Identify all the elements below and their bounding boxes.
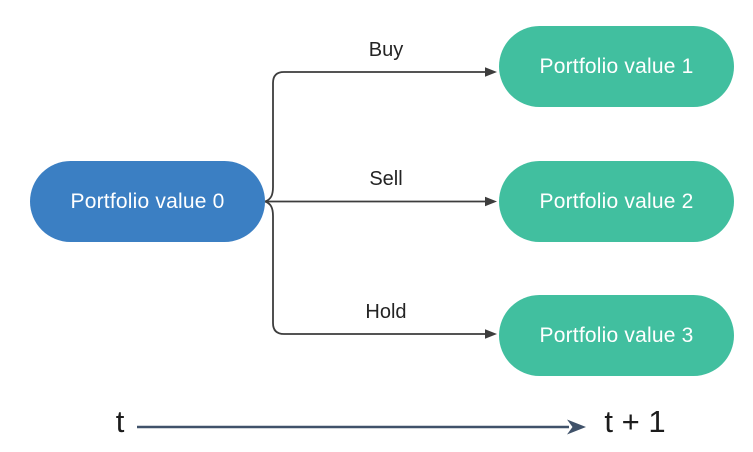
node-label: Portfolio value 1: [539, 54, 694, 78]
edge-hold-arrowhead: [485, 329, 497, 339]
node-label: Portfolio value 3: [539, 323, 694, 347]
edge-label-hold: Hold: [365, 301, 407, 323]
node-portfolio-value-1[interactable]: Portfolio value 1: [499, 26, 734, 107]
edge-sell-arrowhead: [485, 196, 497, 207]
timeline-start-label: t: [115, 404, 125, 439]
node-portfolio-value-0[interactable]: Portfolio value 0: [30, 161, 265, 242]
edge-buy-line: [264, 71, 485, 203]
node-label: Portfolio value 0: [70, 189, 225, 213]
timeline-end-label: t + 1: [604, 404, 666, 439]
edge-buy-arrowhead: [485, 67, 497, 77]
edge-label-sell: Sell: [369, 168, 403, 190]
edge-label-buy: Buy: [368, 39, 404, 61]
timeline-arrowhead: [567, 419, 586, 435]
node-label: Portfolio value 2: [539, 189, 694, 213]
node-portfolio-value-2[interactable]: Portfolio value 2: [499, 161, 734, 242]
edge-hold-line: [264, 200, 485, 335]
node-portfolio-value-3[interactable]: Portfolio value 3: [499, 295, 734, 376]
